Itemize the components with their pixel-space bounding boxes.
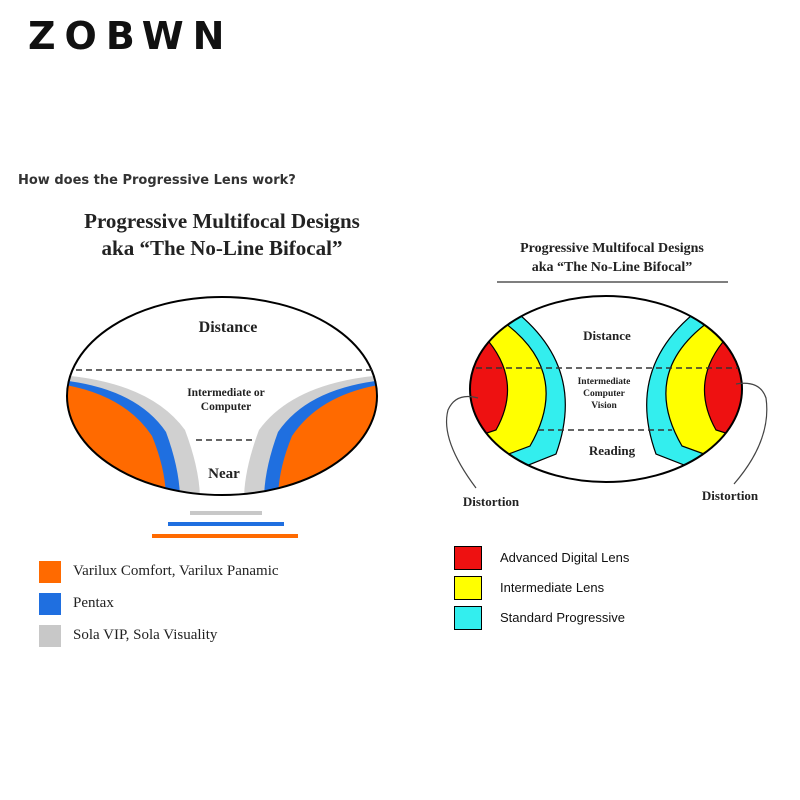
- right-legend-label: Standard Progressive: [500, 610, 626, 625]
- left-zone-intermediate-line2: Computer: [201, 401, 251, 413]
- right-title-line2: aka “The No-Line Bifocal”: [532, 260, 693, 275]
- right-zone-intermediate-line1: Intermediate: [578, 377, 631, 387]
- right-zone-distance: Distance: [583, 328, 631, 343]
- left-zone-near: Near: [208, 466, 240, 482]
- left-zone-distance: Distance: [199, 319, 258, 336]
- right-lens-outline: [469, 295, 743, 483]
- right-zone-reading: Reading: [589, 443, 636, 458]
- right-lens-diagram: Progressive Multifocal Designs aka “The …: [445, 241, 768, 509]
- left-title-line1: Progressive Multifocal Designs: [84, 209, 360, 233]
- right-distortion-callout-right: [733, 382, 768, 485]
- right-distortion-right: Distortion: [702, 488, 759, 503]
- right-legend: Advanced Digital Lens Intermediate Lens …: [454, 546, 754, 636]
- left-legend-label: Varilux Comfort, Varilux Panamic: [73, 563, 279, 579]
- left-bar-orange: [152, 534, 298, 538]
- legend-swatch-orange: [39, 561, 61, 583]
- left-legend-label: Pentax: [73, 595, 114, 611]
- right-legend-label: Intermediate Lens: [500, 580, 605, 595]
- legend-swatch-cyan: [454, 606, 482, 630]
- legend-swatch-yellow: [454, 576, 482, 600]
- right-legend-label: Advanced Digital Lens: [500, 550, 630, 565]
- left-title-line2: aka “The No-Line Bifocal”: [102, 236, 343, 260]
- left-zone-intermediate-line1: Intermediate or: [187, 387, 265, 399]
- right-title-line1: Progressive Multifocal Designs: [520, 241, 704, 256]
- legend-swatch-gray: [39, 625, 61, 647]
- left-legend-label: Sola VIP, Sola Visuality: [73, 627, 218, 643]
- legend-swatch-red: [454, 546, 482, 570]
- right-distortion-left: Distortion: [463, 494, 520, 509]
- right-zone-intermediate-line3: Vision: [591, 401, 617, 411]
- left-bar-blue: [168, 522, 284, 526]
- section-question: How does the Progressive Lens work?: [18, 173, 296, 188]
- left-lens-outline: [66, 296, 378, 496]
- left-legend: Varilux Comfort, Varilux Panamic Pentax …: [39, 561, 369, 651]
- right-distortion-callout-left: [445, 395, 479, 489]
- legend-swatch-blue: [39, 593, 61, 615]
- left-bar-gray: [190, 511, 262, 515]
- left-lens-diagram: Progressive Multifocal Designs aka “The …: [66, 209, 378, 538]
- right-zone-intermediate-line2: Computer: [583, 389, 625, 399]
- brand-logo: ZOBWN: [28, 14, 234, 58]
